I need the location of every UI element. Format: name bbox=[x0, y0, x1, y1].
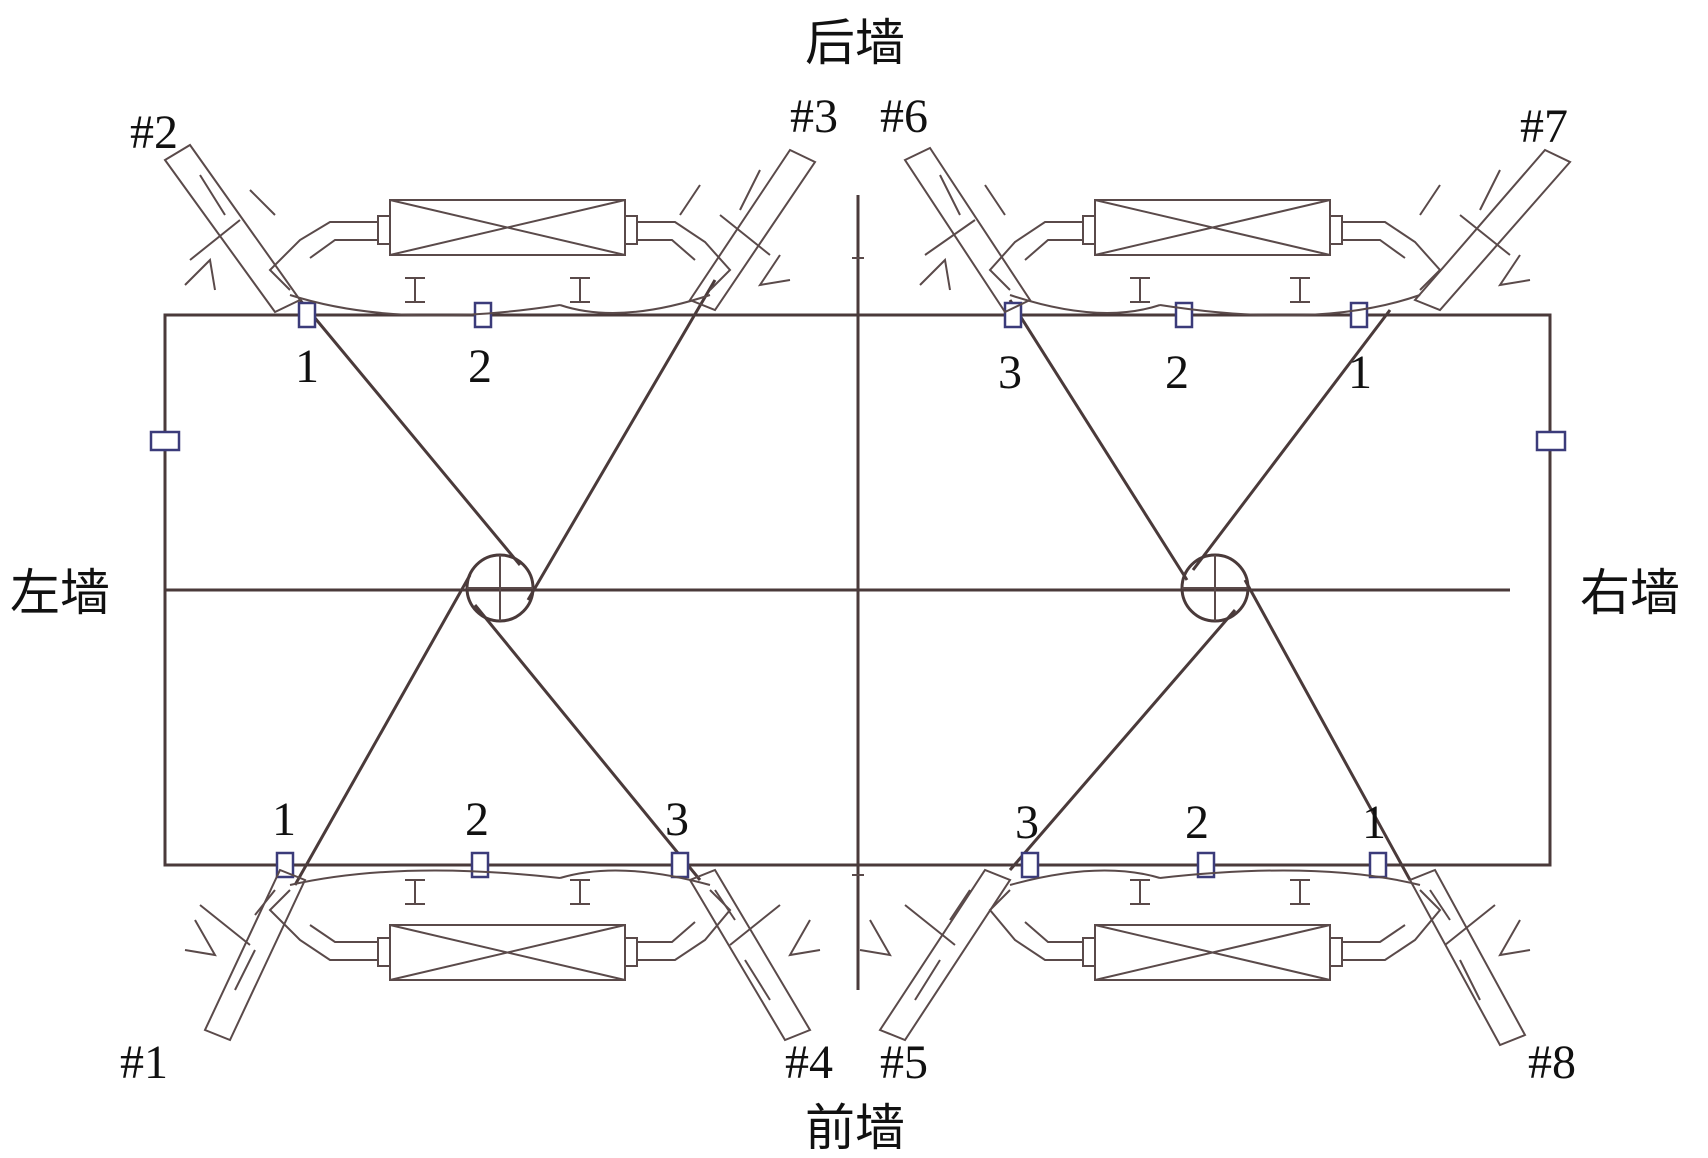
marker-label: 3 bbox=[665, 793, 689, 846]
marker bbox=[297, 301, 317, 329]
corner-label-8: #8 bbox=[1528, 1036, 1576, 1089]
burner-assembly-top-right bbox=[903, 146, 1572, 317]
right-wall-label: 右墙 bbox=[1580, 564, 1680, 622]
marker-label: 1 bbox=[1348, 346, 1372, 399]
burner-line-1 bbox=[293, 574, 472, 886]
marker bbox=[670, 851, 690, 879]
burner-assembly-top-left bbox=[163, 143, 817, 317]
corner-label-5: #5 bbox=[880, 1036, 928, 1089]
marker-label: 2 bbox=[1185, 796, 1209, 849]
burner-assembly-bottom-right bbox=[859, 868, 1531, 1047]
burner-line-3 bbox=[526, 279, 717, 601]
marker bbox=[1174, 301, 1194, 329]
marker-label: 3 bbox=[1015, 796, 1039, 849]
back-wall-label: 后墙 bbox=[805, 14, 905, 72]
marker-label: 1 bbox=[295, 340, 319, 393]
corner-label-1: #1 bbox=[120, 1036, 168, 1089]
marker-label: 3 bbox=[998, 346, 1022, 399]
marker bbox=[1349, 301, 1369, 329]
marker bbox=[1368, 851, 1388, 879]
burner-assembly-bottom-left bbox=[184, 868, 821, 1042]
burner-line-5 bbox=[1008, 609, 1237, 871]
marker bbox=[470, 851, 490, 879]
marker bbox=[1020, 851, 1040, 879]
marker-label: 2 bbox=[465, 793, 489, 846]
marker-right-wall bbox=[1535, 430, 1567, 452]
corner-label-3: #3 bbox=[790, 90, 838, 143]
marker-left-wall bbox=[149, 430, 181, 452]
front-wall-label: 前墙 bbox=[805, 1099, 905, 1157]
burner-line-8 bbox=[1243, 579, 1412, 881]
marker-label: 1 bbox=[1362, 796, 1386, 849]
marker-label: 2 bbox=[468, 340, 492, 393]
marker-label: 2 bbox=[1165, 346, 1189, 399]
corner-label-4: #4 bbox=[785, 1036, 833, 1089]
corner-label-6: #6 bbox=[880, 90, 928, 143]
corner-label-7: #7 bbox=[1520, 100, 1568, 153]
burner-line-4 bbox=[473, 604, 702, 881]
marker bbox=[1003, 301, 1023, 329]
marker bbox=[1196, 851, 1216, 879]
marker-label: 1 bbox=[272, 793, 296, 846]
burner-line-6 bbox=[1008, 299, 1189, 581]
left-wall-label: 左墙 bbox=[10, 564, 110, 622]
burner-line-7 bbox=[1191, 309, 1392, 571]
corner-label-2: #2 bbox=[130, 106, 178, 159]
burner-line-2 bbox=[298, 299, 522, 566]
